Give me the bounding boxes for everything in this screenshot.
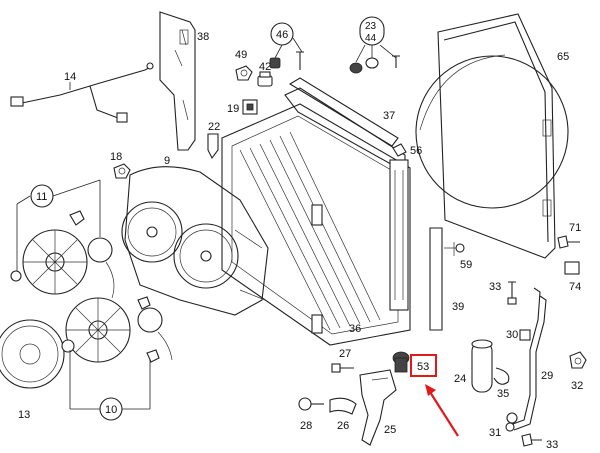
label-30: 30 [506,329,518,341]
fan-frame-9 [121,166,269,316]
label-25: 25 [384,424,396,436]
bolt-28 [298,397,324,411]
label-44: 44 [365,33,377,44]
label-74: 74 [569,281,581,293]
bracket-22 [207,133,219,160]
label-26: 26 [337,420,349,432]
fan-motor-upper [87,237,115,299]
fan-shroud-65 [415,13,569,259]
label-53: 53 [417,361,429,373]
callout-11 [16,179,101,272]
clamp-35 [493,367,510,385]
clip-74 [564,261,580,275]
label-13: 13 [18,409,30,421]
nut-49 [235,65,253,81]
callout-23-44 [349,16,400,74]
label-46: 46 [276,29,288,41]
clip-30 [519,329,531,341]
sensor-19 [242,99,258,115]
bracket-25 [359,369,397,446]
fan-ring-13 [0,319,65,389]
label-22: 22 [208,121,220,133]
seal-strip-37 [288,77,399,147]
label-32: 32 [571,380,583,392]
label-9: 9 [164,155,170,167]
label-33-upper: 33 [489,281,501,293]
label-49: 49 [235,49,247,61]
bolt-33-upper [507,281,517,305]
bolt-71 [557,235,580,249]
receiver-dryer-24 [471,339,493,393]
label-39: 39 [452,301,464,313]
highlight-53 [410,354,459,437]
label-36: 36 [349,323,361,335]
callout-46 [269,22,304,70]
label-10: 10 [105,404,117,416]
fan-blade-upper [22,229,88,295]
screws-lower [61,296,160,363]
label-11: 11 [36,191,47,203]
oring-31 [506,412,518,424]
label-23: 23 [365,21,377,32]
rubber-mount-53 [392,351,410,373]
bolt-27 [331,363,354,373]
label-18: 18 [110,151,122,163]
wiring-harness-14 [10,62,154,123]
label-59: 59 [460,259,472,271]
label-29: 29 [541,370,553,382]
bolt-33-lower [521,433,542,447]
label-14: 14 [64,71,76,83]
clamp-26 [329,397,357,415]
label-35: 35 [497,388,509,400]
label-42: 42 [259,61,271,73]
screw-upper [10,210,85,282]
callout-10 [69,350,151,421]
nut-18 [113,163,131,179]
label-28: 28 [300,420,312,432]
label-33-lower: 33 [546,439,558,451]
label-37: 37 [383,110,395,122]
label-71: 71 [569,222,581,234]
label-56: 56 [410,145,422,157]
bracket-59 [429,227,465,331]
pipe-29 [505,287,547,432]
nut-32 [569,351,587,369]
fan-motor-lower [137,307,173,361]
bracket-38 [159,11,196,151]
label-19: 19 [227,103,239,115]
fan-blade-lower [65,297,131,363]
label-27: 27 [339,348,351,360]
label-38: 38 [197,31,209,43]
label-31: 31 [489,427,501,439]
grommet-42 [257,71,273,87]
label-65: 65 [557,51,569,63]
label-24: 24 [454,373,466,385]
clip-56 [392,143,407,157]
